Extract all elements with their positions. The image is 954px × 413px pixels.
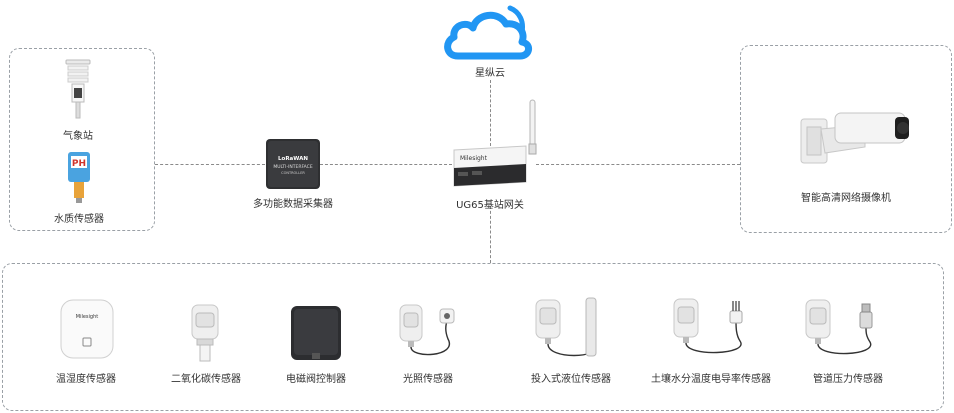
cloud-label: 星纵云 <box>475 68 505 79</box>
right-device-group <box>740 45 952 233</box>
liquid-level-sensor-icon <box>532 296 610 364</box>
water-quality-sensor-icon: PH <box>66 150 92 204</box>
temperature-humidity-sensor-label: 温湿度传感器 <box>56 374 116 385</box>
light-sensor-label: 光照传感器 <box>403 374 453 385</box>
liquid-level-sensor-label: 投入式液位传感器 <box>531 374 611 385</box>
ph-badge: PH <box>72 159 86 169</box>
solenoid-valve-controller-label: 电磁阀控制器 <box>286 374 346 385</box>
link-cloud-to-gateway <box>490 80 491 146</box>
bullet-camera-icon <box>795 107 913 173</box>
link-left-to-controller <box>155 164 265 165</box>
controller-lorawan-text: LoRaWAN <box>278 156 308 162</box>
cloud-icon <box>444 5 532 60</box>
water-quality-sensor-label: 水质传感器 <box>54 214 104 225</box>
svg-text:Milesight: Milesight <box>76 314 99 320</box>
weather-station-label: 气象站 <box>63 131 93 142</box>
light-sensor-icon <box>396 303 462 359</box>
pipe-pressure-sensor-icon <box>804 298 884 360</box>
controller-controller-text: CONTROLLER <box>281 171 305 175</box>
left-device-group <box>9 48 155 231</box>
multi-interface-controller-icon: LoRaWAN MULTI-INTERFACE CONTROLLER <box>265 138 321 190</box>
gateway-label: UG65基站网关 <box>456 200 524 211</box>
co2-sensor-label: 二氧化碳传感器 <box>171 374 241 385</box>
link-controller-to-gateway <box>320 164 452 165</box>
cloud-node <box>440 2 540 62</box>
solenoid-valve-controller-icon <box>290 305 342 363</box>
soil-sensor-icon <box>670 297 756 359</box>
weather-station-icon <box>62 58 94 120</box>
bottom-device-group <box>2 263 944 411</box>
co2-sensor-icon <box>188 303 222 363</box>
link-gateway-to-camera <box>536 164 740 165</box>
camera-label: 智能高清网络摄像机 <box>801 193 891 204</box>
controller-label: 多功能数据采集器 <box>253 199 333 210</box>
ug65-gateway-icon: Milesight <box>450 98 542 190</box>
temperature-humidity-sensor-icon: Milesight <box>59 298 115 360</box>
pipe-pressure-sensor-label: 管道压力传感器 <box>813 374 883 385</box>
gateway-brand-text: Milesight <box>460 155 488 162</box>
soil-sensor-label: 土壤水分温度电导率传感器 <box>651 374 771 385</box>
link-gateway-to-bottom <box>490 206 491 263</box>
controller-multi-interface-text: MULTI-INTERFACE <box>273 164 312 170</box>
